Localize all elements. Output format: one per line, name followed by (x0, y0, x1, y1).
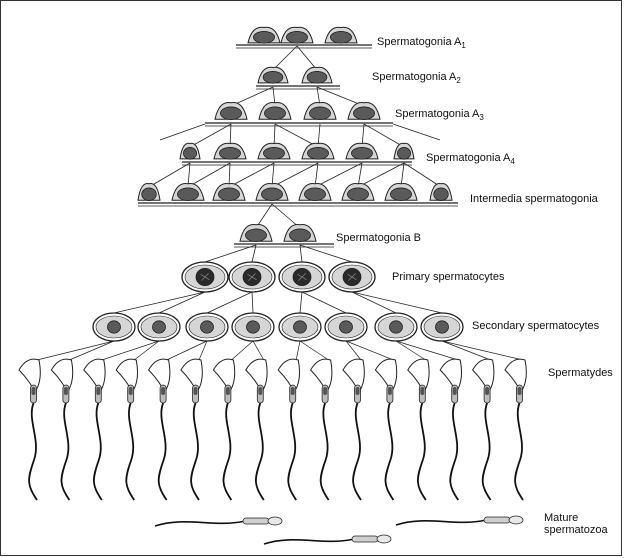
spermatogonium-a4-cell (214, 143, 246, 159)
spermatid-cell (246, 341, 267, 500)
secondary-spermatocyte-cell (375, 313, 417, 341)
primary-spermatocyte-cell (329, 262, 375, 292)
intermedia-spermatogonium-cell (385, 184, 417, 201)
mature-spermatozoon (155, 517, 282, 526)
intermedia-spermatogonium-cell (430, 184, 452, 201)
primary-spermatocyte-cell (182, 262, 228, 292)
spermatogonium-a1-cell (248, 27, 280, 43)
spermatogonium-a3-cell (348, 103, 380, 120)
spermatogonium-a3-cell (259, 103, 291, 120)
intermedia-spermatogonium-cell (172, 184, 204, 201)
label-spermatogonia-a2: Spermatogonia A2 (372, 71, 461, 87)
label-spermatogonia-b: Spermatogonia B (336, 232, 421, 244)
label-primary-spermatocytes: Primary spermatocytes (392, 271, 504, 283)
secondary-spermatocyte-cell (421, 313, 463, 341)
label-spermatogonia-a3: Spermatogonia A3 (395, 108, 484, 124)
spermatogonium-a2-cell (258, 67, 288, 83)
label-spermatogonia-a1: Spermatogonia A1 (377, 36, 466, 52)
label-spermatydes: Spermatydes (548, 367, 613, 379)
spermatogonium-a4-cell (346, 143, 378, 159)
spermatogonium-a3-cell (304, 103, 336, 120)
primary-spermatocyte-cell (229, 262, 275, 292)
spermatid-cell (300, 341, 332, 500)
spermatid-cell (343, 341, 364, 500)
spermatogonium-a4-cell (302, 143, 334, 159)
primary-spermatocyte-cell (279, 262, 325, 292)
secondary-spermatocyte-cell (279, 313, 321, 341)
spermatid-cell (278, 341, 300, 500)
spermatogonium-a4-cell (394, 143, 414, 159)
label-mature-spermatozoa: Mature spermatozoa (544, 512, 608, 536)
spermatogonium-b-cell (240, 225, 272, 242)
intermedia-spermatogonium-cell (138, 184, 160, 201)
intermedia-spermatogonium-cell (256, 184, 288, 201)
spermatogonium-a1-cell (325, 27, 357, 43)
secondary-spermatocyte-cell (93, 313, 135, 341)
label-secondary-spermatocytes: Secondary spermatocytes (472, 320, 599, 332)
spermatogonium-a4-cell (258, 143, 290, 159)
spermatid-cell (396, 341, 429, 500)
label-intermedia-spermatogonia: Intermedia spermatogonia (470, 193, 598, 205)
intermedia-spermatogonium-cell (213, 184, 245, 201)
spermatid-cell (181, 341, 207, 500)
spermatogonium-a1-cell (281, 27, 313, 43)
secondary-spermatocyte-cell (325, 313, 367, 341)
secondary-spermatocyte-cell (186, 313, 228, 341)
label-spermatogonia-a4: Spermatogonia A4 (426, 152, 515, 168)
spermatogonium-a4-cell (180, 143, 200, 159)
secondary-spermatocyte-cell (138, 313, 180, 341)
spermatogonium-a2-cell (302, 67, 332, 83)
spermatogonium-b-cell (284, 225, 316, 242)
intermedia-spermatogonium-cell (299, 184, 331, 201)
mature-spermatozoon (396, 516, 523, 525)
intermedia-spermatogonium-cell (342, 184, 374, 201)
spermatogonium-a3-cell (215, 103, 247, 120)
spermatid-cell (213, 341, 253, 500)
secondary-spermatocyte-cell (232, 313, 274, 341)
mature-spermatozoon (264, 535, 391, 544)
